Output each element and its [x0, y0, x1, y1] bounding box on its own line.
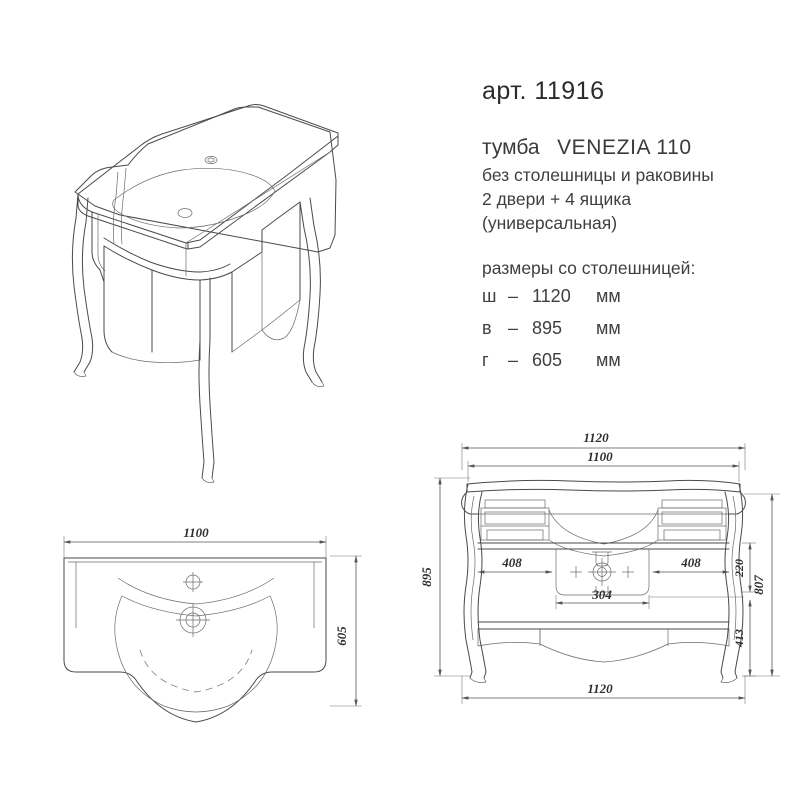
front-view-center-opening-dimension: 304 — [591, 587, 612, 602]
product-brand: VENEZIA 110 — [557, 135, 692, 159]
dimensions-heading: размеры со столешницей: — [482, 258, 696, 279]
perspective-view — [71, 104, 339, 483]
dimension-row-depth: г–605 мм — [482, 347, 792, 375]
specification-text-block: арт. 11916 тумба VENEZIA 110 без столешн… — [482, 77, 792, 375]
dimension-key-depth: г — [482, 350, 489, 371]
front-view-right-door-dimension: 408 — [680, 555, 701, 570]
dimension-unit-width: мм — [596, 286, 621, 307]
dimension-key-width: ш — [482, 286, 497, 307]
drain-hole-marker — [176, 603, 210, 637]
front-elevation-view: 1120 1100 895 — [419, 430, 780, 704]
top-plan-view: 1100 605 — [63, 525, 362, 723]
front-view-lower-right-dimension: 413 — [732, 629, 746, 648]
dimension-value-height: 895 — [532, 318, 563, 339]
front-view-overall-top-dimension: 1120 — [583, 430, 609, 445]
product-name-prefix: тумба — [482, 135, 540, 159]
description-line-3: (универсальная) — [482, 213, 618, 234]
upper-drawer-right — [657, 499, 727, 541]
dimension-key-height: в — [482, 318, 492, 339]
dimension-dash-height: – — [508, 318, 519, 339]
dimension-value-width: 1120 — [532, 286, 571, 307]
siphon-detail — [555, 549, 650, 596]
front-view-overall-bottom-dimension: 1120 — [587, 681, 613, 696]
front-view-height-dimension: 895 — [419, 567, 434, 587]
dimension-value-depth: 605 — [532, 350, 563, 371]
dimension-row-height: в–895 мм — [482, 315, 792, 343]
faucet-hole-marker — [183, 572, 203, 592]
dimension-dash-depth: – — [508, 350, 519, 371]
dimension-unit-height: мм — [596, 318, 621, 339]
top-view-width-dimension: 1100 — [183, 525, 209, 540]
product-title: тумба VENEZIA 110 — [482, 136, 792, 160]
front-view-inner-top-dimension: 1100 — [587, 449, 613, 464]
upper-drawer-left — [480, 499, 550, 541]
dimension-unit-depth: мм — [596, 350, 621, 371]
description-line-2: 2 двери + 4 ящика — [482, 189, 632, 210]
front-view-total-right-dimension: 807 — [751, 575, 766, 595]
front-view-upper-right-dimension: 220 — [732, 559, 746, 578]
description-line-1: без столешницы и раковины — [482, 165, 714, 186]
front-view-left-door-dimension: 408 — [501, 555, 522, 570]
dimension-row-width: ш–1120 мм — [482, 283, 792, 311]
top-view-depth-dimension: 605 — [334, 626, 349, 646]
dimension-dash-width: – — [508, 286, 519, 307]
article-number: арт. 11916 — [482, 77, 605, 105]
